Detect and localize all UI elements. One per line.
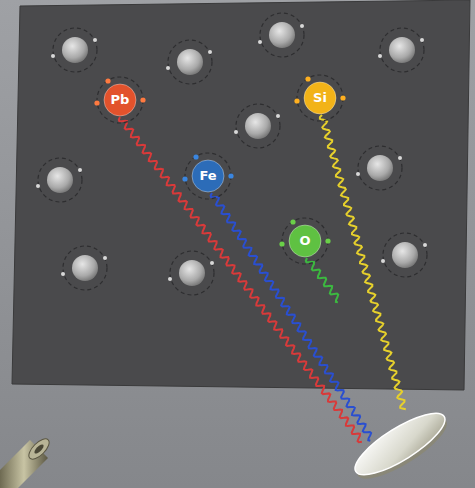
element-symbol: Pb [103,83,137,117]
orbit [282,218,328,264]
electron [305,76,310,81]
element-symbol: Fe [191,159,225,193]
electron [140,97,145,102]
electron [193,154,198,159]
atom-body [192,160,224,192]
electron [182,176,187,181]
electron [340,95,345,100]
orbit [297,75,343,121]
element-symbol: O [288,224,322,258]
electron [325,238,330,243]
emission-wave [306,258,338,302]
source-tube [0,436,52,488]
orbit [185,153,231,199]
emission-wave [320,115,406,409]
electron [279,241,284,246]
electrons [36,24,427,281]
detector [347,403,454,488]
emission-wave [119,117,362,442]
electron [105,78,110,83]
atom-circle: Si [303,81,337,115]
electron [94,100,99,105]
atom-body [104,84,136,116]
electron [290,219,295,224]
atom-body [304,82,336,114]
element-symbol: Si [303,81,337,115]
orbit [97,77,143,123]
atom-body [289,225,321,257]
orbits [38,13,427,295]
atom-circle: O [288,224,322,258]
electron [228,173,233,178]
electron [294,98,299,103]
emission-wave [211,193,372,441]
atom-circle: Pb [103,83,137,117]
atom-circle: Fe [191,159,225,193]
sample-panel [12,0,470,390]
